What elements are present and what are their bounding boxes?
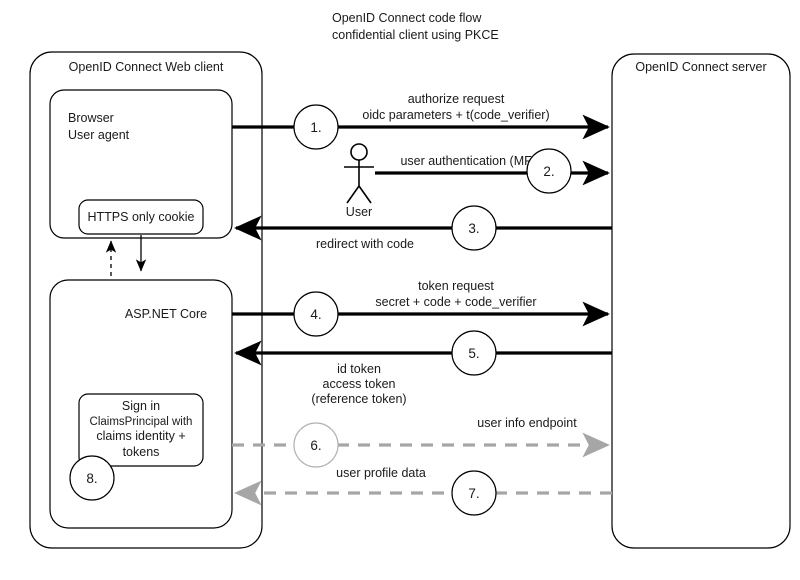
step-4-badge (293, 291, 339, 337)
step-4-label-line-1: token request (418, 279, 494, 293)
sign-in-label-line-2: ClaimsPrincipal with (90, 416, 193, 428)
user-actor-right-leg (358, 185, 372, 204)
step-1-number: 1. (310, 120, 321, 135)
step-5-label-line-1: id token (337, 362, 381, 376)
step-1-label-line-1: authorize request (408, 92, 505, 106)
step-7-badge (451, 470, 497, 516)
sign-in-label-line-1: Sign in (122, 399, 160, 413)
step-7-label-line-1: user profile data (336, 466, 426, 480)
sign-in-box (78, 393, 204, 467)
diagram-title-line-1: OpenID Connect code flow (332, 11, 482, 25)
sign-in-label-line-3: claims identity + (96, 429, 185, 443)
step-6-number: 6. (310, 438, 321, 453)
step-5-number: 5. (468, 346, 479, 361)
step-2-label-line-1: user authentication (MFA) (400, 154, 543, 168)
browser-label-line-2: User agent (68, 128, 130, 142)
step-2-number: 2. (543, 164, 554, 179)
step-7-number: 7. (468, 486, 479, 501)
step-6-badge (293, 422, 339, 468)
step-2-badge (526, 148, 572, 194)
user-actor-label: User (346, 205, 372, 219)
step-3-badge (451, 205, 497, 251)
https-only-cookie-label: HTTPS only cookie (88, 210, 195, 224)
browser-label-line-1: Browser (68, 111, 114, 125)
step-5-badge (451, 330, 497, 376)
step-3-label-line-1: redirect with code (316, 237, 414, 251)
step-1-label-line-2: oidc parameters + t(code_verifier) (362, 108, 549, 122)
user-actor-head (350, 143, 368, 161)
step-6-label-line-1: user info endpoint (477, 416, 577, 430)
step-4-number: 4. (310, 307, 321, 322)
step-4-label-line-2: secret + code + code_verifier (375, 295, 536, 309)
step-5-label-line-3: (reference token) (311, 392, 406, 406)
user-actor-left-leg (346, 185, 360, 204)
https-only-cookie-box (78, 199, 204, 235)
aspnet-core-label: ASP.NET Core (125, 307, 207, 321)
sign-in-label-line-4: tokens (123, 445, 160, 459)
step-5-label-line-2: access token (323, 377, 396, 391)
web-client-label: OpenID Connect Web client (69, 60, 224, 74)
openid-connect-server-box (611, 53, 791, 549)
step-3-number: 3. (468, 221, 479, 236)
step-8-badge (69, 455, 115, 501)
diagram-title-line-2: confidential client using PKCE (332, 28, 499, 42)
openid-connect-server-label: OpenID Connect server (635, 60, 766, 74)
step-1-badge (293, 104, 339, 150)
step-8-number: 8. (86, 471, 97, 486)
